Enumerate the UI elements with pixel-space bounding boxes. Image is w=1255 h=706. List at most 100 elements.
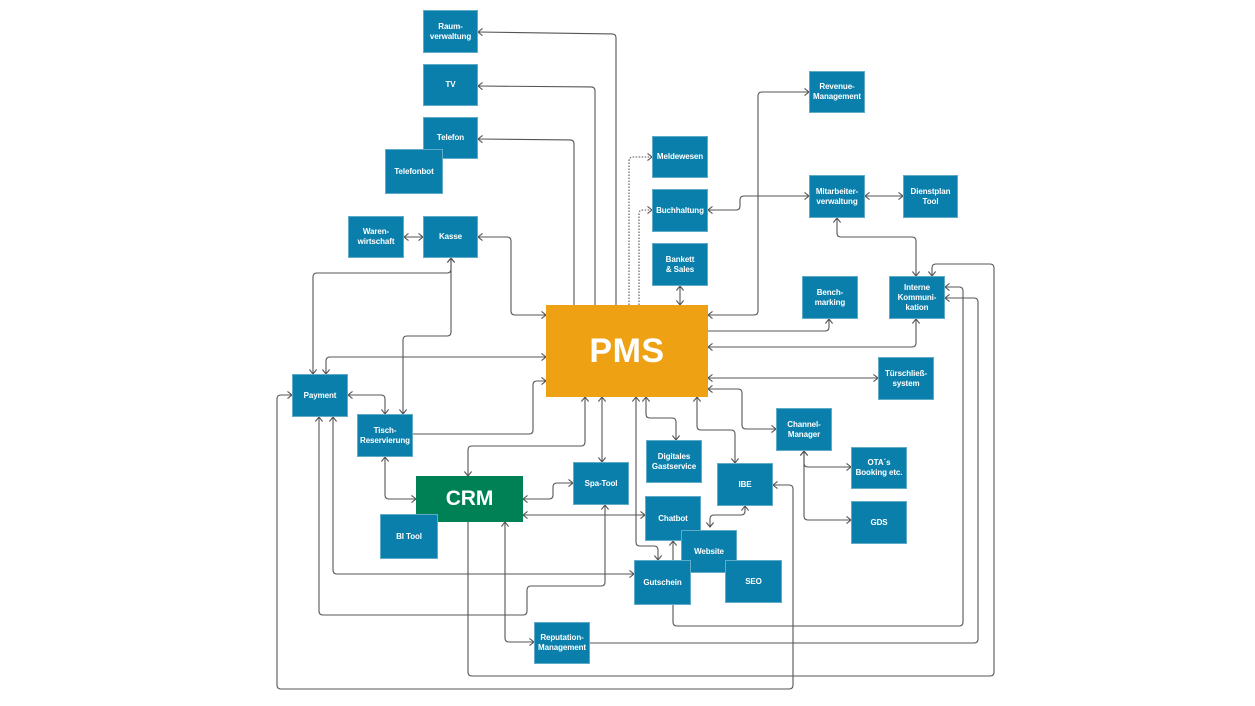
edge-interne-pms — [707, 318, 921, 352]
node-label: Tisch- Reservierung — [360, 425, 410, 445]
arrow-head-icon — [446, 257, 456, 263]
node-dienstplan: Dienstplan Tool — [903, 175, 958, 218]
node-label: Spa-Tool — [584, 478, 618, 488]
edge-bankett-pms — [675, 285, 685, 306]
node-seo: SEO — [725, 560, 782, 603]
arrow-head-icon — [631, 396, 641, 402]
node-bankett: Bankett & Sales — [652, 243, 708, 286]
edge-pms-channel — [707, 384, 777, 434]
edge-line — [628, 156, 652, 305]
edge-crm-chatbot — [522, 510, 646, 520]
node-label: OTA´s Booking etc. — [855, 458, 903, 477]
node-label: CRM — [445, 487, 494, 510]
node-label: SEO — [745, 576, 762, 586]
edge-line — [478, 236, 546, 316]
edge-tisch-pms — [413, 376, 547, 435]
node-label: BI Tool — [396, 531, 422, 541]
node-label: Kasse — [438, 232, 463, 241]
arrow-head-icon — [944, 282, 950, 292]
edge-line — [590, 297, 979, 644]
node-pms: PMS — [546, 305, 708, 397]
edge-line — [348, 394, 386, 414]
edge-line — [635, 397, 659, 560]
edge-line — [803, 451, 851, 521]
edge-line — [413, 380, 546, 435]
arrow-head-icon — [707, 205, 713, 215]
arrow-head-icon — [911, 318, 921, 324]
edge-line — [696, 397, 736, 463]
edge-pms-telefon — [477, 135, 575, 305]
node-ibe: IBE — [717, 463, 773, 506]
arrow-head-icon — [740, 505, 750, 511]
edge-line — [318, 417, 606, 616]
node-label: Raum- verwaltung — [429, 21, 472, 41]
edge-line — [276, 394, 794, 690]
edge-line — [708, 319, 830, 332]
edge-line — [467, 397, 586, 476]
edge-line — [672, 286, 964, 627]
edge-tisch-crm — [380, 456, 417, 504]
node-label: IBE — [738, 479, 752, 489]
arrow-head-icon — [477, 135, 483, 144]
node-label: Buchhaltung — [656, 205, 704, 215]
edge-line — [332, 417, 634, 575]
node-label: Bankett & Sales — [665, 254, 695, 274]
node-label: PMS — [589, 332, 665, 370]
node-label: Dienstplan Tool — [910, 186, 951, 206]
node-telefonbot: Telefonbot — [385, 149, 443, 194]
node-label: Channel- Manager — [787, 419, 821, 439]
node-label: Bench- marking — [814, 287, 846, 307]
edge-chatbot-interne — [668, 282, 964, 627]
edge-channel-gds — [799, 450, 852, 525]
arrow-head-icon — [522, 494, 528, 504]
edge-mitarbeiter-interne — [832, 217, 921, 277]
edge-pms-spa — [597, 396, 607, 463]
edge-pms-buchhaltung — [638, 205, 653, 305]
edge-line — [325, 356, 546, 374]
node-label: Waren- wirtschaft — [357, 227, 395, 246]
node-tv: TV — [423, 64, 478, 106]
arrow-head-icon — [641, 396, 651, 402]
edge-pms-payment — [321, 352, 547, 375]
arrow-head-icon — [328, 416, 338, 422]
arrow-head-icon — [864, 191, 870, 201]
edge-line — [708, 319, 917, 348]
edge-reputation-interne — [590, 293, 979, 644]
edge-line — [708, 195, 809, 211]
arrow-head-icon — [692, 396, 702, 402]
arrow-head-icon — [832, 217, 842, 223]
edge-kasse-pms — [477, 232, 547, 320]
node-label: GDS — [870, 517, 888, 527]
node-benchmarking: Bench- marking — [802, 276, 858, 319]
node-label: Interne Kommuni- kation — [897, 282, 937, 312]
node-digitales: Digitales Gastservice — [646, 440, 702, 483]
edge-line — [477, 31, 617, 305]
node-label: Telefon — [436, 133, 465, 142]
edge-pms-raumverwaltung — [477, 28, 617, 305]
edge-payment-gutschein — [314, 416, 610, 616]
edge-line — [477, 85, 596, 305]
edge-line — [467, 263, 995, 677]
arrow-head-icon — [707, 342, 713, 352]
node-buchhaltung: Buchhaltung — [652, 189, 708, 232]
node-tuerschliess: Türschließ- system — [878, 357, 934, 400]
arrow-head-icon — [500, 521, 510, 527]
edge-pms-tv — [477, 82, 596, 305]
edge-line — [384, 457, 416, 500]
node-ota: OTA´s Booking etc. — [851, 447, 907, 489]
edge-line — [523, 482, 573, 500]
node-warenwirtschaft: Waren- wirtschaft — [348, 216, 404, 258]
arrow-head-icon — [477, 232, 483, 242]
arrow-head-icon — [772, 480, 778, 490]
arrow-head-icon — [824, 318, 834, 324]
edge-pms-revenue — [707, 87, 810, 320]
edge-line — [708, 91, 809, 316]
edge-line — [836, 218, 917, 276]
node-tisch: Tisch- Reservierung — [357, 414, 413, 457]
node-channel: Channel- Manager — [776, 408, 832, 451]
arrow-head-icon — [522, 510, 528, 520]
edge-crm-reputation — [500, 521, 535, 647]
edge-ibe-chatbot — [705, 505, 750, 528]
